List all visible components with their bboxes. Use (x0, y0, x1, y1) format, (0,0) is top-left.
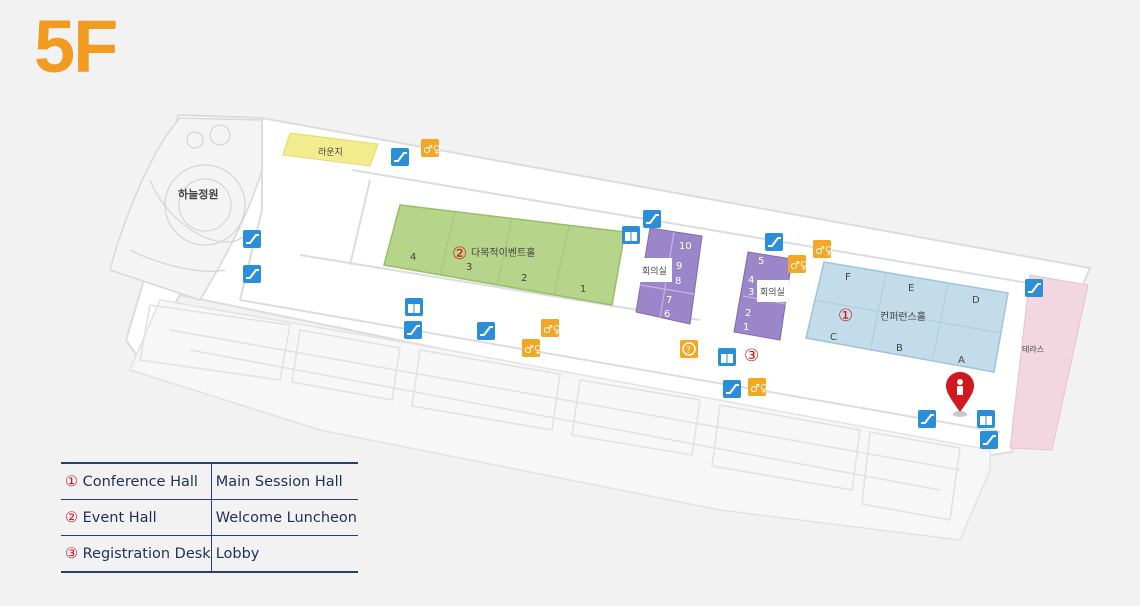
floor-title: 5F (34, 5, 118, 88)
hall-section-1: 1 (580, 284, 586, 295)
meeting-room-a-label-bg (640, 258, 672, 282)
room-9: 9 (676, 261, 682, 272)
conf-section-F: F (845, 272, 851, 283)
conf-section-E: E (908, 283, 914, 294)
marker-2: ② (452, 244, 467, 264)
svg-text:♂♀: ♂♀ (543, 323, 561, 336)
escalator-icon (477, 322, 495, 340)
sky-garden-label: 하늘정원 (178, 187, 218, 201)
legend-location: ① Conference Hall (61, 463, 212, 500)
hall-section-4: 4 (410, 252, 416, 263)
room-6: 6 (664, 309, 670, 320)
legend-row: ① Conference Hall Main Session Hall (61, 463, 358, 500)
room-4: 4 (748, 275, 754, 286)
marker-1: ① (838, 306, 853, 326)
escalator-icon (404, 321, 422, 339)
sky-garden-area (109, 117, 263, 301)
hall-section-2: 2 (521, 273, 527, 284)
you-are-here-pin-icon (946, 372, 974, 417)
lounge-label: 라운지 (318, 147, 343, 158)
conference-hall-area (805, 261, 1009, 373)
sky-garden-pattern (129, 124, 251, 272)
lounge-area (282, 132, 379, 167)
legend-usage: Lobby (211, 535, 358, 572)
conference-hall-label: 컨퍼런스홀 (880, 310, 926, 323)
svg-text:♂♀: ♂♀ (815, 244, 833, 257)
meeting-room-b-label-bg (757, 280, 789, 302)
marker-3: ③ (744, 346, 759, 366)
legend-location: ③ Registration Desk (61, 535, 212, 572)
escalator-icon (918, 410, 936, 428)
room-3: 3 (748, 287, 754, 298)
information-icon: ? (680, 340, 698, 358)
multipurpose-hall-label: 다목적이벤트홀 (471, 246, 535, 259)
escalator-icon (243, 265, 261, 283)
room-2: 2 (745, 308, 751, 319)
elevator-icon (622, 226, 640, 244)
lower-wing (128, 299, 991, 541)
lower-wing-structure (139, 304, 961, 521)
conf-section-A: A (958, 355, 965, 366)
escalator-icon (980, 431, 998, 449)
meeting-room-a-label: 회의실 (642, 266, 667, 277)
hall-dividers (439, 211, 570, 296)
elevator-icon (977, 410, 995, 428)
room-7: 7 (666, 295, 672, 306)
terrace-label: 테라스 (1022, 345, 1044, 354)
legend-row: ③ Registration Desk Lobby (61, 535, 358, 572)
escalator-icon (765, 233, 783, 251)
room-5: 5 (758, 256, 764, 267)
multipurpose-hall-area (383, 204, 626, 306)
room-8: 8 (675, 276, 681, 287)
escalator-icon (391, 148, 409, 166)
escalator-icon (643, 210, 661, 228)
escalator-icon (723, 380, 741, 398)
restroom-icon: ♂♀ (788, 255, 808, 273)
conf-section-C: C (830, 332, 837, 343)
hall-section-3: 3 (466, 262, 472, 273)
restroom-icon: ♂♀ (541, 319, 561, 337)
legend-table: ① Conference Hall Main Session Hall ② Ev… (61, 462, 358, 573)
restroom-icon: ♂♀ (748, 378, 768, 396)
svg-text:♂♀: ♂♀ (790, 259, 808, 272)
svg-text:♂♀: ♂♀ (423, 143, 441, 156)
room-10: 10 (679, 241, 692, 252)
meeting-room-b-label: 회의실 (760, 287, 785, 298)
wall-lines (239, 118, 1071, 433)
legend-location: ② Event Hall (61, 499, 212, 536)
terrace-area (1009, 274, 1089, 451)
restroom-icon: ♂♀ (421, 139, 441, 157)
escalator-icon (243, 230, 261, 248)
elevator-icon (718, 348, 736, 366)
conf-section-B: B (896, 343, 903, 354)
svg-text:♂♀: ♂♀ (750, 382, 768, 395)
legend-usage: Main Session Hall (215, 473, 343, 490)
svg-text:?: ? (686, 346, 691, 356)
room-1: 1 (743, 322, 749, 333)
conf-section-D: D (972, 295, 980, 306)
restroom-icon: ♂♀ (522, 339, 542, 357)
restroom-icon: ♂♀ (813, 240, 833, 258)
elevator-icon (405, 298, 423, 316)
escalator-icon (1025, 279, 1043, 297)
legend-usage: Welcome Luncheon (211, 499, 358, 536)
legend-row: ② Event Hall Welcome Luncheon (61, 499, 358, 536)
svg-text:♂♀: ♂♀ (524, 343, 542, 356)
conference-hall-dividers (813, 272, 1002, 363)
